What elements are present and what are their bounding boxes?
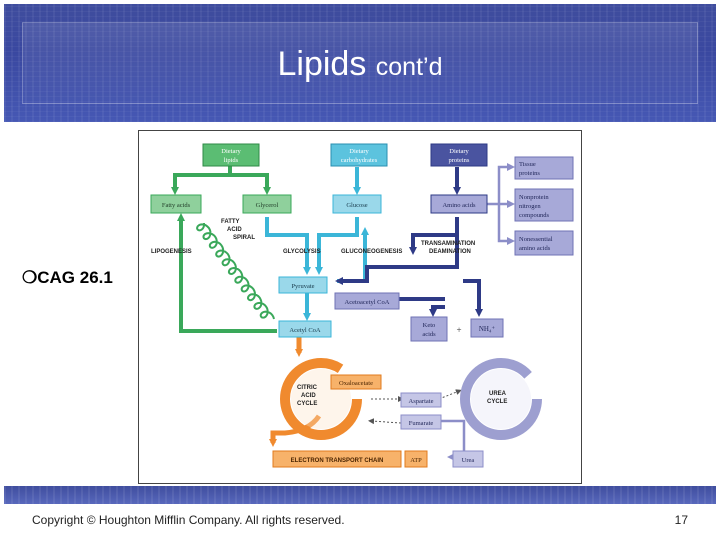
box-fatty-acids: Fatty acids [150,194,202,214]
urea-cycle [460,358,542,440]
label-cycle: CYCLE [297,401,317,407]
box-dietary-proteins: Dietary proteins [430,143,488,167]
citric-acid-cycle [280,358,362,440]
label-acid: ACID [301,393,316,399]
text-fatty-acids: Fatty acids [162,202,191,209]
label-urea-cycle: CYCLE [487,399,507,405]
box-urea: Urea [452,450,484,468]
label-fatty-acid-1: FATTY [221,219,240,225]
text-amino-acids: Amino acids [442,202,476,209]
label-lipogenesis: LIPOGENESIS [151,249,192,255]
text-nonprotein-3: compounds [519,212,549,219]
text-dietary-lipids-1: Dietary [221,148,241,155]
text-glucose: Glucose [346,202,367,209]
box-acetoacetyl-coa: Acetoacetyl CoA [334,292,400,310]
box-aspartate: Aspartate [400,392,442,408]
metabolism-diagram: Dietary lipids Dietary carbohydrates Die… [150,143,574,468]
label-urea: UREA [489,391,507,397]
green-pathways [171,166,277,333]
text-urea: Urea [462,457,475,464]
text-atp: ATP [410,457,422,464]
text-keto-acids-2: acids [422,331,436,338]
box-atp: ATP [404,450,428,468]
text-dietary-proteins-1: Dietary [449,148,469,155]
label-gluconeogenesis: GLUCONEOGENESIS [341,249,402,255]
title-banner [4,4,716,122]
box-glycerol: Glycerol [242,194,292,214]
box-nonessential-amino-acids: Nonessential amino acids [514,230,574,256]
label-citric: CITRIC [297,385,318,391]
text-pyruvate: Pyruvate [291,283,314,290]
slide-title-sub: cont’d [375,53,443,81]
label-deamination: DEAMINATION [429,249,471,255]
text-nonessential-1: Nonessential [519,236,553,243]
box-dietary-lipids: Dietary lipids [202,143,260,167]
bullet-item: ❍CAG 26.1 [22,268,113,288]
box-acetyl-coa: Acetyl CoA [278,320,332,338]
label-glycolysis: GLYCOLYSIS [283,249,321,255]
box-fumarate: Fumarate [400,414,442,430]
text-oxaloacetate: Oxaloacetate [339,380,373,387]
text-tissue-proteins-2: proteins [519,170,540,177]
thin-connectors [368,389,462,425]
bullet-text: CAG 26.1 [37,268,113,287]
plus-sign: + [456,325,461,335]
text-acetoacetyl-coa: Acetoacetyl CoA [345,299,390,306]
page-number: 17 [674,513,688,527]
text-nonprotein-1: Nonprotein [519,194,549,201]
box-nh4: NH₄⁺ [470,318,504,338]
text-acetyl-coa: Acetyl CoA [289,327,321,334]
slide-title-main: Lipids [277,45,367,83]
bullet-icon: ❍ [22,268,38,287]
text-keto-acids-1: Keto [423,322,436,329]
slide-title: Lipids cont’d [0,44,720,87]
text-dietary-proteins-2: proteins [449,157,470,164]
text-fumarate: Fumarate [409,420,434,427]
box-electron-transport-chain: ELECTRON TRANSPORT CHAIN [272,450,402,468]
metabolism-diagram-frame: Dietary lipids Dietary carbohydrates Die… [138,130,582,484]
text-dietary-lipids-2: lipids [224,157,239,164]
label-fatty-acid-3: SPIRAL [233,235,255,241]
box-glucose: Glucose [332,194,382,214]
text-nh4: NH₄⁺ [479,325,496,333]
box-nonprotein-nitrogen: Nonprotein nitrogen compounds [514,188,574,222]
label-transamination: TRANSAMINATION [421,241,475,247]
text-aspartate: Aspartate [409,398,434,405]
box-oxaloacetate: Oxaloacetate [330,374,382,390]
text-glycerol: Glycerol [256,202,279,209]
box-dietary-carbohydrates: Dietary carbohydrates [330,143,388,167]
box-pyruvate: Pyruvate [278,276,328,294]
footer-bar [4,486,716,504]
text-etc: ELECTRON TRANSPORT CHAIN [291,458,384,464]
box-tissue-proteins: Tissue proteins [514,156,574,180]
navy-pathways [335,167,483,317]
text-nonessential-2: amino acids [519,245,551,252]
copyright-text: Copyright © Houghton Mifflin Company. Al… [32,513,345,527]
text-dietary-carbs-2: carbohydrates [341,157,378,164]
text-dietary-carbs-1: Dietary [349,148,369,155]
text-tissue-proteins-1: Tissue [519,161,536,168]
fatty-acid-spiral [196,222,275,320]
box-keto-acids: Keto acids [410,316,448,342]
label-fatty-acid-2: ACID [227,227,242,233]
box-amino-acids: Amino acids [430,194,488,214]
title-banner-inner [22,22,698,104]
text-nonprotein-2: nitrogen [519,203,541,210]
